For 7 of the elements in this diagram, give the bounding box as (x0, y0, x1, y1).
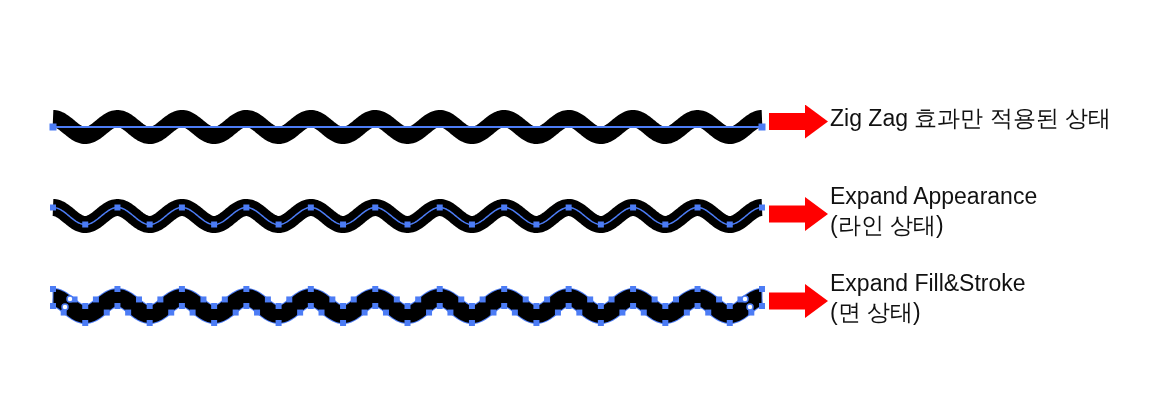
outlined-shape-drawing (48, 284, 767, 328)
state-label: Expand Appearance (라인 상태) (830, 182, 1045, 240)
state-label: Zig Zag 효과만 적용된 상태 (830, 104, 1130, 133)
arrow (769, 104, 828, 139)
state-label: Expand Fill&Stroke (면 상태) (830, 269, 1045, 327)
arrow (769, 197, 828, 231)
arrow (769, 284, 828, 318)
